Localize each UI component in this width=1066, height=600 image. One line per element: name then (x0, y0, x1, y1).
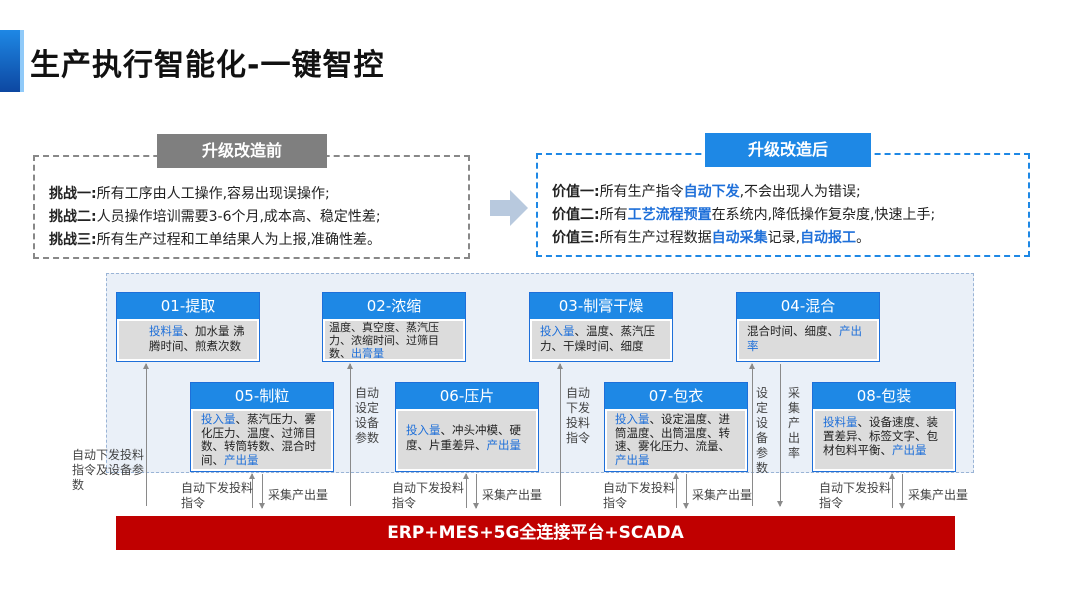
step-04-params: 混合时间、细度、产出率 (739, 321, 877, 359)
connector-06b (473, 474, 479, 509)
step-02-params: 温度、真空度、蒸汽压力、浓缩时间、过筛目数、出膏量 (325, 321, 463, 360)
label-collect-rate: 采集产出率 (788, 386, 801, 460)
label-left-dispatch: 自动下发投料指令及设备参数 (72, 448, 145, 492)
step-05-title: 05-制粒 (191, 383, 333, 409)
label-auto-dispatch: 自动下发投料指令 (566, 386, 591, 445)
bottom-collect-05: 采集产出量 (268, 488, 329, 502)
connector-02 (347, 363, 353, 506)
bottom-dispatch-07: 自动下发投料指令 (603, 481, 676, 510)
step-05-box: 05-制粒 投入量、蒸汽压力、雾化压力、温度、过筛目数、转筒转数、混合时间、产出… (190, 382, 334, 472)
right-arrow-icon (490, 190, 528, 226)
connector-03 (557, 363, 563, 506)
step-02-title: 02-浓缩 (323, 293, 465, 319)
connector-04b (777, 364, 783, 507)
connector-07a (673, 473, 679, 508)
value-1: 价值一:所有生产指令自动下发,不会出现人为错误; (552, 184, 861, 200)
after-panel: 价值一:所有生产指令自动下发,不会出现人为错误; 价值二:所有工艺流程预置在系统… (536, 153, 1030, 257)
bottom-collect-08: 采集产出量 (908, 488, 969, 502)
before-panel: 挑战一:所有工序由人工操作,容易出现误操作; 挑战二:人员操作培训需要3-6个月… (33, 155, 470, 259)
connector-08a (889, 473, 895, 508)
before-tab: 升级改造前 (157, 134, 327, 168)
bottom-dispatch-08: 自动下发投料指令 (819, 481, 892, 510)
bottom-dispatch-05: 自动下发投料指令 (181, 481, 254, 510)
step-02-box: 02-浓缩 温度、真空度、蒸汽压力、浓缩时间、过筛目数、出膏量 (322, 292, 466, 362)
bottom-collect-06: 采集产出量 (482, 488, 543, 502)
step-03-title: 03-制膏干燥 (530, 293, 672, 319)
challenge-2: 挑战二:人员操作培训需要3-6个月,成本高、稳定性差; (49, 209, 381, 225)
connector-07b (683, 474, 689, 509)
value-2: 价值二:所有工艺流程预置在系统内,降低操作复杂度,快速上手; (552, 207, 936, 223)
step-06-params: 投入量、冲头冲模、硬度、片重差异、产出量 (398, 411, 536, 469)
connector-05b (259, 474, 265, 509)
platform-bar: ERP+MES+5G全连接平台+SCADA (116, 516, 955, 550)
challenge-3: 挑战三:所有生产过程和工单结果人为上报,准确性差。 (49, 232, 382, 248)
label-auto-set: 自动设定设备参数 (355, 386, 380, 445)
step-06-title: 06-压片 (396, 383, 538, 409)
step-01-box: 01-提取 投料量、加水量 沸腾时间、煎煮次数 (116, 292, 260, 362)
connector-05a (249, 473, 255, 508)
step-07-params: 投入量、设定温度、进筒温度、出筒温度、转速、雾化压力、流量、产出量 (607, 411, 745, 469)
bottom-dispatch-06: 自动下发投料指令 (392, 481, 465, 510)
step-05-params: 投入量、蒸汽压力、雾化压力、温度、过筛目数、转筒转数、混合时间、产出量 (193, 411, 331, 469)
connector-06a (463, 473, 469, 508)
step-08-params: 投料量、设备速度、装置差异、标签文字、包材包料平衡、产出量 (815, 411, 953, 469)
step-03-params: 投入量、温度、蒸汽压力、干燥时间、细度 (532, 321, 670, 359)
challenge-1: 挑战一:所有工序由人工操作,容易出现误操作; (49, 186, 330, 202)
after-tab: 升级改造后 (705, 133, 871, 167)
bottom-collect-07: 采集产出量 (692, 488, 753, 502)
connector-08b (899, 474, 905, 509)
label-set-params: 设定设备参数 (756, 386, 769, 475)
value-3: 价值三:所有生产过程数据自动采集记录,自动报工。 (552, 230, 871, 246)
step-07-box: 07-包衣 投入量、设定温度、进筒温度、出筒温度、转速、雾化压力、流量、产出量 (604, 382, 748, 472)
step-03-box: 03-制膏干燥 投入量、温度、蒸汽压力、干燥时间、细度 (529, 292, 673, 362)
connector-01 (143, 363, 149, 506)
step-04-box: 04-混合 混合时间、细度、产出率 (736, 292, 880, 362)
step-01-title: 01-提取 (117, 293, 259, 319)
page-title: 生产执行智能化-一键智控 (30, 48, 385, 83)
step-04-title: 04-混合 (737, 293, 879, 319)
step-08-title: 08-包装 (813, 383, 955, 409)
step-06-box: 06-压片 投入量、冲头冲模、硬度、片重差异、产出量 (395, 382, 539, 472)
title-accent-bar (0, 30, 20, 92)
connector-04a (749, 363, 755, 506)
step-01-params: 投料量、加水量 沸腾时间、煎煮次数 (119, 321, 257, 359)
title-accent-stripe (20, 30, 24, 92)
step-08-box: 08-包装 投料量、设备速度、装置差异、标签文字、包材包料平衡、产出量 (812, 382, 956, 472)
step-07-title: 07-包衣 (605, 383, 747, 409)
